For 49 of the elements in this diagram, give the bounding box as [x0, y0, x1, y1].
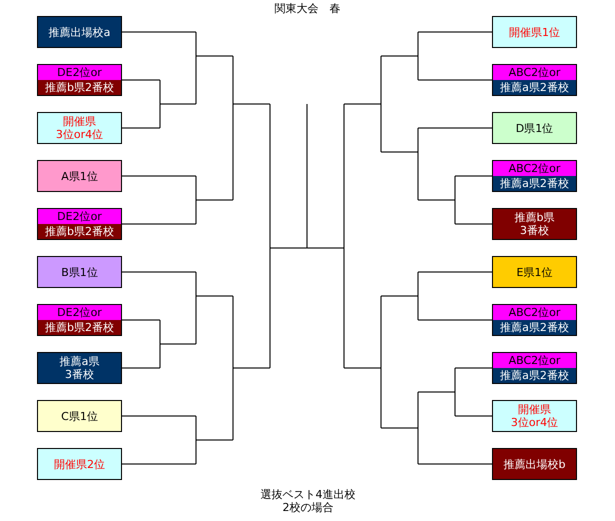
- team-name: 開催県 3位or4位: [510, 403, 560, 429]
- team-box: [37, 352, 122, 384]
- team-box: [492, 112, 577, 144]
- team-box: [492, 256, 577, 288]
- team-name: ABC2位or: [508, 306, 560, 319]
- split-team-box: [492, 160, 577, 192]
- team-name: 推薦b県2番校: [45, 225, 114, 238]
- team-name: 推薦a県2番校: [500, 369, 569, 382]
- team-box: [37, 448, 122, 480]
- team-box: [492, 208, 577, 240]
- split-team-box: [492, 64, 577, 96]
- bracket-caption: 選抜ベスト4進出校2校の場合: [260, 488, 356, 514]
- team-name: ABC2位or: [508, 66, 560, 79]
- team-name: DE2位or: [57, 66, 102, 79]
- team-box: [492, 400, 577, 432]
- team-name: 開催県 3位or4位: [54, 115, 104, 141]
- team-name: DE2位or: [57, 210, 102, 223]
- team-box: [492, 448, 577, 480]
- team-name: 推薦a県2番校: [500, 321, 569, 334]
- team-name: 推薦b県 3番校: [514, 211, 556, 237]
- team-name: A県1位: [61, 170, 98, 182]
- team-name: 開催県1位: [509, 26, 560, 38]
- team-name: 推薦a県 3番校: [58, 355, 100, 381]
- team-name: DE2位or: [57, 306, 102, 319]
- team-box: [37, 112, 122, 144]
- split-team-box: [492, 352, 577, 384]
- team-name: 開催県2位: [54, 458, 105, 470]
- team-name: 推薦a県2番校: [500, 81, 569, 94]
- split-team-box: [492, 304, 577, 336]
- team-box: [492, 16, 577, 48]
- team-name: 推薦出場校b: [504, 458, 566, 470]
- split-team-box: [37, 64, 122, 96]
- team-name: 推薦出場校a: [48, 26, 110, 38]
- team-name: 推薦a県2番校: [500, 177, 569, 190]
- team-box: [37, 256, 122, 288]
- team-box: [37, 16, 122, 48]
- team-name: 推薦b県2番校: [45, 321, 114, 334]
- team-name: C県1位: [61, 410, 98, 422]
- team-box: [37, 400, 122, 432]
- team-name: 推薦b県2番校: [45, 81, 114, 94]
- team-box: [37, 160, 122, 192]
- bracket-title: 関東大会 春: [274, 1, 342, 16]
- team-name: ABC2位or: [508, 354, 560, 367]
- team-name: ABC2位or: [508, 162, 560, 175]
- split-team-box: [37, 304, 122, 336]
- team-name: B県1位: [61, 266, 98, 278]
- team-name: E県1位: [516, 266, 552, 278]
- split-team-box: [37, 208, 122, 240]
- team-name: D県1位: [516, 122, 554, 134]
